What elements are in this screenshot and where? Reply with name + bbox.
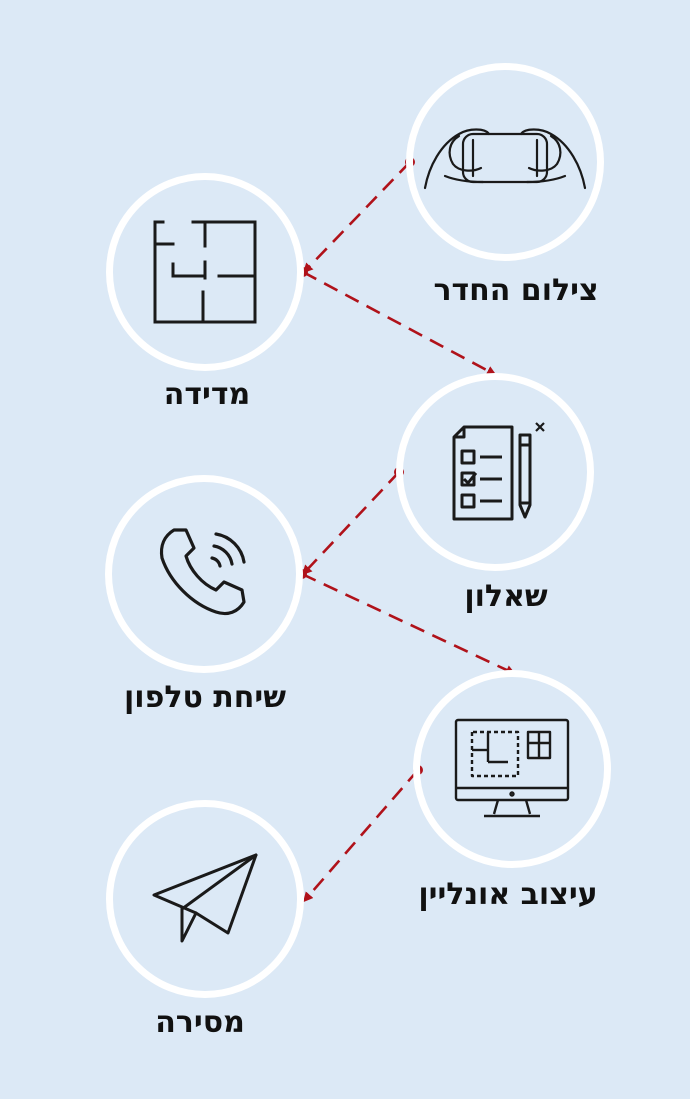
step-label-delivery: מסירה: [155, 1005, 245, 1040]
step-label-design: עיצוב אונליין: [418, 877, 598, 912]
step-circle-questionnaire: [396, 373, 594, 571]
phone-call-icon: [154, 524, 254, 624]
arrow-photo-to-measure: [302, 161, 411, 274]
step-circle-phone: [105, 475, 303, 673]
floor-plan-icon: [153, 220, 257, 324]
step-circle-design: [413, 670, 611, 868]
step-label-measure: מדידה: [163, 377, 251, 412]
computer-monitor-floorplan-icon: [452, 716, 572, 822]
hands-holding-phone-icon: [415, 122, 595, 202]
step-label-phone: שיחת טלפון: [124, 680, 286, 715]
arrow-questionnaire-to-phone: [301, 471, 400, 576]
arrow-measure-to-questionnaire: [302, 270, 497, 376]
paper-plane-icon: [150, 851, 260, 947]
step-label-photo: צילום החדר: [433, 273, 599, 308]
step-circle-photo: [406, 63, 604, 261]
checklist-clipboard-pencil-icon: [440, 417, 550, 527]
step-circle-delivery: [106, 800, 304, 998]
step-label-questionnaire: שאלון: [464, 579, 548, 614]
step-circle-measure: [106, 173, 304, 371]
arrow-phone-to-design: [301, 572, 516, 675]
arrow-design-to-delivery: [303, 769, 419, 903]
